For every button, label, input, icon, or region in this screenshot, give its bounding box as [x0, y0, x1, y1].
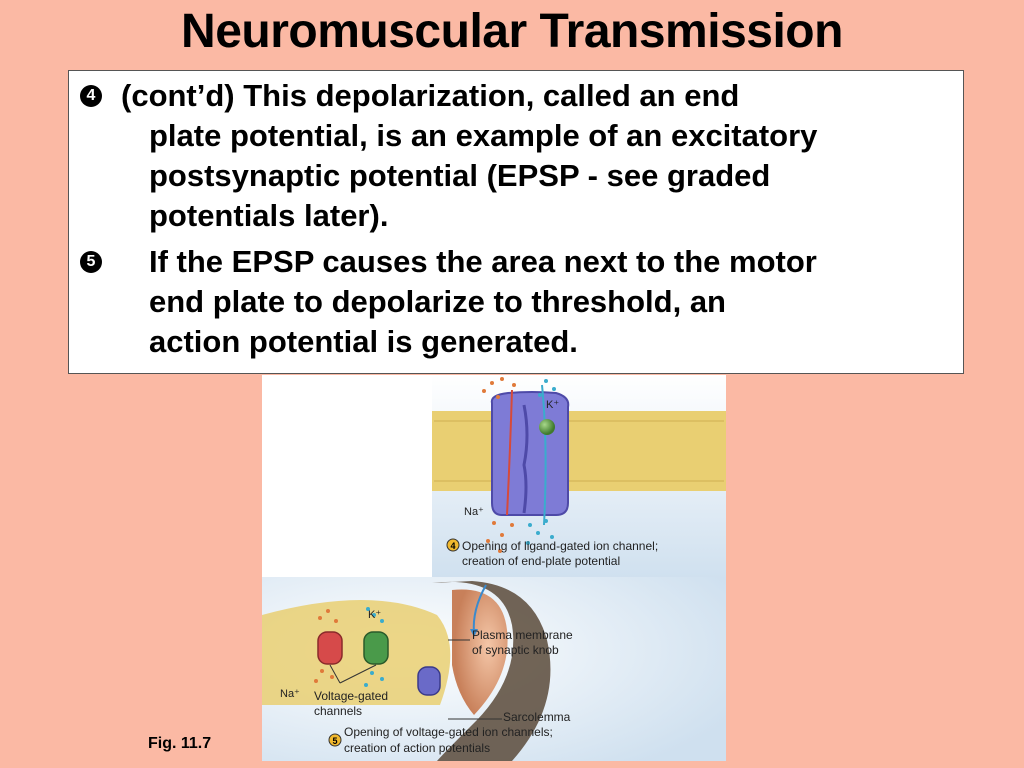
na-label-top: Na⁺ — [464, 506, 484, 518]
step-transition-arrowhead — [470, 629, 478, 637]
bullet-5-line-2: end plate to depolarize to threshold, an — [149, 284, 726, 319]
acetylcholine-ball — [539, 419, 555, 435]
slide-title: Neuromuscular Transmission — [181, 5, 843, 58]
k-dots-bottom — [364, 607, 384, 687]
step-4-marker-number: 4 — [450, 541, 455, 551]
bullet-number-4: 4 — [80, 85, 102, 107]
bullet-step-5: 5 If the EPSP causes the area next to th… — [80, 242, 940, 362]
voltage-channel-pointers — [329, 664, 377, 684]
bullet-number-5: 5 — [80, 251, 102, 273]
step-5-marker — [328, 733, 342, 747]
bullet-step-4: 4 (cont’d) This depolarization, called a… — [80, 76, 940, 236]
channel-pore-line — [522, 404, 529, 514]
figure-illustration: K⁺ Na⁺ 4 Opening of ligand-gated ion cha… — [262, 375, 726, 761]
neuromuscular-figure: K⁺ Na⁺ 4 Opening of ligand-gated ion cha… — [262, 375, 726, 761]
bullet-4-line-1: (cont’d) This depolarization, called an … — [121, 78, 740, 113]
na-flow-arrow — [506, 389, 513, 516]
k-flow-arrow — [541, 384, 547, 526]
synaptic-cleft — [432, 581, 551, 761]
na-label-bottom: Na⁺ — [280, 688, 300, 700]
plasma-membrane-label-line-1: Plasma membrane — [472, 628, 573, 642]
step-5-caption-line-2: creation of action potentials — [344, 741, 490, 755]
na-voltage-channel — [317, 631, 343, 665]
synaptic-knob — [452, 589, 508, 715]
step-5-caption-line-1: Opening of voltage-gated ion channels; — [344, 725, 553, 739]
sarcolemma-membrane — [262, 600, 451, 705]
plasma-membrane-label-line-2: of synaptic knob — [472, 643, 559, 657]
voltage-gated-label-line-1: Voltage-gated — [314, 689, 388, 703]
top-membrane-lipids — [434, 420, 724, 482]
step-4-caption-line-1: Opening of ligand-gated ion channel; — [462, 539, 658, 553]
step-4-caption-line-2: creation of end-plate potential — [462, 554, 620, 568]
voltage-gated-label-line-2: channels — [314, 704, 362, 718]
bullet-text-box: 4 (cont’d) This depolarization, called a… — [68, 70, 964, 374]
step-5-marker-number: 5 — [332, 736, 337, 746]
bullet-4-line-2: plate potential, is an example of an exc… — [149, 118, 818, 153]
top-membrane — [432, 411, 726, 491]
k-dots-top — [526, 379, 556, 545]
ach-receptor-bottom — [417, 666, 441, 696]
bullet-5-line-1: If the EPSP causes the area next to the … — [149, 244, 817, 279]
na-dots-top — [482, 377, 516, 553]
bullet-4-line-4: potentials later). — [149, 198, 389, 233]
bullet-4-line-3: postsynaptic potential (EPSP - see grade… — [149, 158, 771, 193]
na-dots-bottom — [314, 609, 338, 683]
k-label-top: K⁺ — [546, 399, 559, 411]
k-voltage-channel — [363, 631, 389, 665]
k-label-bottom: K⁺ — [368, 609, 381, 621]
bullet-5-line-3: action potential is generated. — [149, 324, 578, 359]
sarcolemma-label: Sarcolemma — [503, 710, 571, 724]
figure-caption: Fig. 11.7 — [148, 735, 212, 752]
step-4-marker — [446, 538, 460, 552]
